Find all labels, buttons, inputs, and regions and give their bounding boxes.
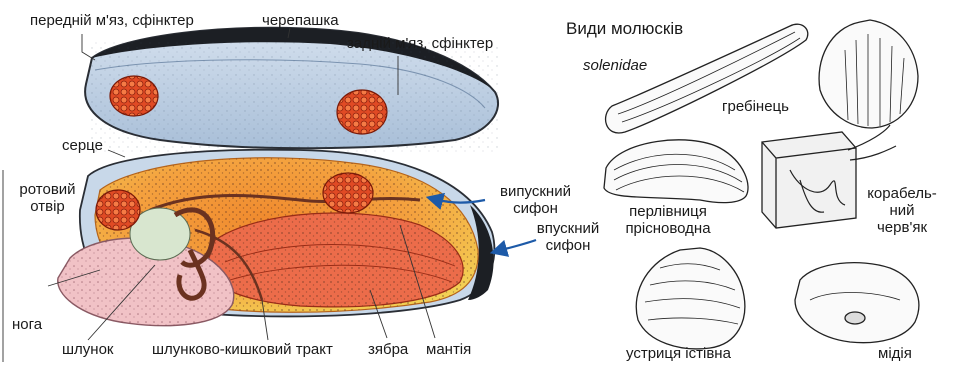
label-scallop: гребінець — [722, 98, 789, 115]
anterior-muscle-top — [110, 76, 158, 116]
label-shipworm-line3: черв'як — [862, 219, 942, 236]
label-inhalant-siphon: впускний сифон — [528, 220, 608, 254]
label-posterior-muscle: задній м'яз, сфінктер — [347, 35, 493, 52]
label-gill: зябра — [368, 341, 408, 358]
label-exhalant-siphon: випускний сифон — [488, 183, 583, 217]
posterior-muscle-top — [337, 90, 387, 134]
anatomy-illustration — [48, 28, 536, 340]
label-anterior-muscle: передній м'яз, сфінктер — [30, 12, 194, 29]
anterior-muscle-bottom — [96, 190, 140, 230]
oyster-shell — [636, 248, 745, 349]
label-pearl-mussel: перлівниця прісноводна — [608, 203, 728, 237]
label-mantle: мантія — [426, 341, 471, 358]
label-shipworm: корабель- ний черв'як — [862, 185, 942, 236]
label-stomach: шлунок — [62, 341, 113, 358]
label-exhalant-line1: випускний — [488, 183, 583, 200]
label-inhalant-line1: впускний — [528, 220, 608, 237]
species-title: Види молюсків — [566, 20, 683, 37]
label-heart: серце — [62, 137, 103, 154]
label-shell: черепашка — [262, 12, 339, 29]
label-mouth-line1: ротовий — [10, 181, 85, 198]
label-foot: нога — [12, 316, 42, 333]
label-pearl-line1: перлівниця — [608, 203, 728, 220]
label-exhalant-line2: сифон — [488, 200, 583, 217]
label-gut: шлунково-кишковий тракт — [152, 341, 333, 358]
solenidae-shell — [606, 24, 808, 133]
pearl-mussel-shell — [604, 140, 748, 203]
label-oyster: устриця істівна — [626, 345, 731, 362]
label-mouth-line2: отвір — [10, 198, 85, 215]
posterior-muscle-bottom — [323, 173, 373, 213]
scallop-shell — [819, 20, 918, 128]
mussel-shell — [795, 263, 919, 343]
label-mouth: ротовий отвір — [10, 181, 85, 215]
label-shipworm-line1: корабель- — [862, 185, 942, 202]
label-shipworm-line2: ний — [862, 202, 942, 219]
label-mussel: мідія — [878, 345, 912, 362]
label-pearl-line2: прісноводна — [608, 220, 728, 237]
label-inhalant-line2: сифон — [528, 237, 608, 254]
label-solenidae: solenidae — [583, 57, 647, 74]
